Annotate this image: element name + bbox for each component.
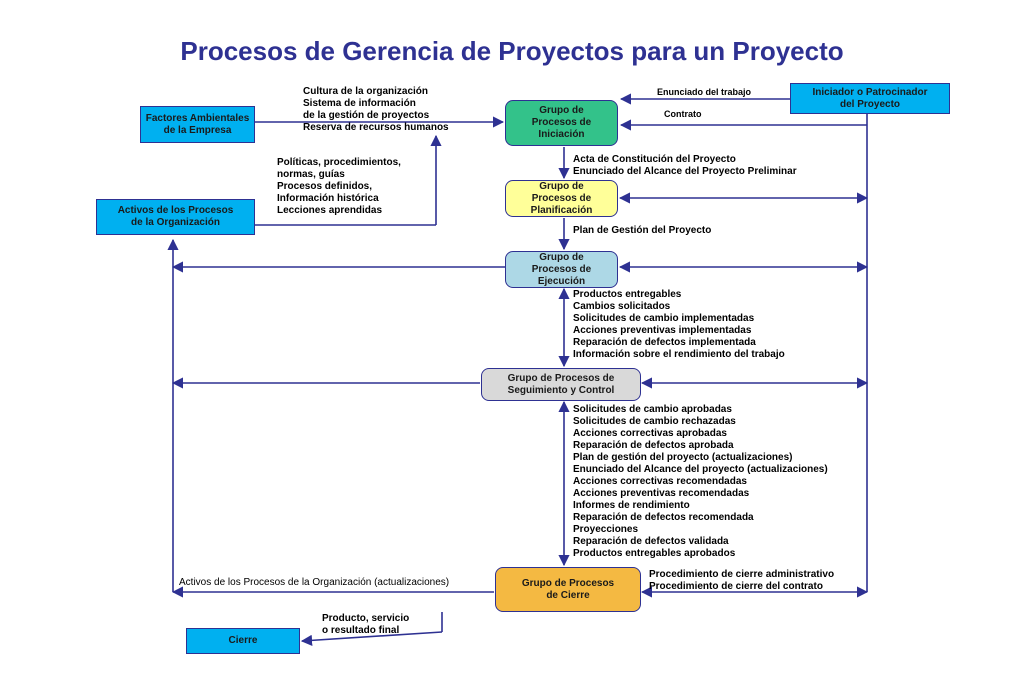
- page-title: Procesos de Gerencia de Proyectos para u…: [180, 36, 844, 66]
- iniciacion-outputs-label: Acta de Constitución del Proyecto Enunci…: [573, 154, 797, 177]
- cierre-box: Cierre: [186, 628, 300, 654]
- enunciado-trabajo-label: Enunciado del trabajo: [657, 87, 752, 97]
- iniciador-box: Iniciador o Patrocinador del Proyecto: [790, 83, 950, 114]
- ejecucion-group-box: Grupo de Procesos de Ejecución: [505, 251, 618, 288]
- seguimiento-outputs-label: Solicitudes de cambio aprobadas Solicitu…: [573, 404, 828, 559]
- seguimiento-group-box: Grupo de Procesos de Seguimiento y Contr…: [481, 368, 641, 401]
- planificacion-group-box: Grupo de Procesos de Planificación: [505, 180, 618, 217]
- cierre-group-box: Grupo de Procesos de Cierre: [495, 567, 641, 612]
- iniciacion-group-box: Grupo de Procesos de Iniciación: [505, 100, 618, 146]
- activos-actualizaciones-label: Activos de los Procesos de la Organizaci…: [179, 577, 450, 588]
- arrow-cierre-output: [300, 631, 443, 646]
- cierre-procedures-label: Procedimiento de cierre administrativo P…: [649, 569, 835, 592]
- ejecucion-outputs-label: Productos entregables Cambios solicitado…: [573, 289, 785, 360]
- activos-procesos-box: Activos de los Procesos de la Organizaci…: [96, 199, 255, 235]
- factores-ambientales-box: Factores Ambientales de la Empresa: [140, 106, 255, 143]
- activos-inputs-label: Políticas, procedimientos, normas, guías…: [277, 157, 401, 216]
- planificacion-outputs-label: Plan de Gestión del Proyecto: [573, 225, 712, 236]
- contrato-label: Contrato: [664, 109, 702, 119]
- producto-final-label: Producto, servicio o resultado final: [322, 613, 410, 636]
- factores-inputs-label: Cultura de la organización Sistema de in…: [303, 86, 449, 133]
